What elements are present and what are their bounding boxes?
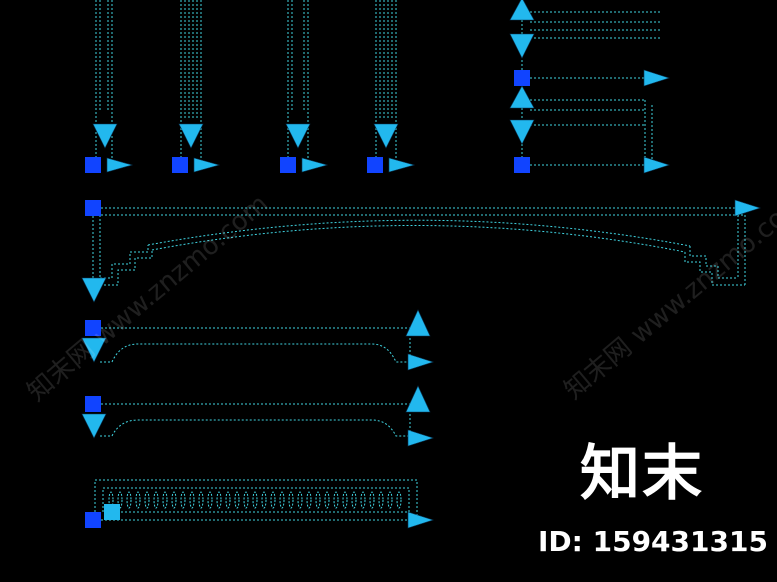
grip-arrow-down[interactable]	[285, 123, 311, 149]
grip-arrow-right[interactable]	[643, 69, 670, 87]
band-pattern-element	[144, 491, 150, 509]
band-pattern-element	[153, 491, 159, 509]
band-pattern-element	[369, 491, 375, 509]
band-pattern-element	[243, 491, 249, 509]
cornice-profile-2[interactable]	[93, 403, 411, 437]
grip-square[interactable]	[85, 157, 101, 173]
band-pattern-element	[288, 491, 294, 509]
band-pattern-element	[162, 491, 168, 509]
band-pattern-element	[306, 491, 312, 509]
grip-arrow-right[interactable]	[301, 157, 329, 173]
grip-arrow-right[interactable]	[407, 429, 434, 447]
grip-arrow-down[interactable]	[81, 413, 107, 439]
band-pattern-element	[171, 491, 177, 509]
drawing-id-label: ID: 159431315	[538, 525, 768, 558]
grip-arrow-down[interactable]	[509, 119, 535, 145]
grip-arrow-right[interactable]	[643, 156, 670, 174]
grip-arrow-down[interactable]	[509, 33, 535, 59]
band-pattern-element	[234, 491, 240, 509]
band-pattern-element	[315, 491, 321, 509]
band-pattern-element	[387, 491, 393, 509]
band-pattern-element	[189, 491, 195, 509]
band-pattern-element	[378, 491, 384, 509]
band-pattern-element	[207, 491, 213, 509]
column-elevation-4[interactable]	[375, 0, 397, 160]
grip-arrow-down[interactable]	[81, 277, 107, 303]
grip-arrow-right[interactable]	[193, 157, 221, 173]
grip-square[interactable]	[367, 157, 383, 173]
molding-profile-upper-right[interactable]	[521, 0, 660, 166]
grip-arrow-right[interactable]	[388, 157, 416, 173]
grip-arrow-right[interactable]	[407, 511, 434, 529]
grip-square[interactable]	[514, 70, 530, 86]
arched-beam-elevation[interactable]	[92, 207, 746, 286]
grip-square[interactable]	[85, 396, 101, 412]
grip-arrow-up[interactable]	[405, 385, 431, 413]
band-pattern-element	[216, 491, 222, 509]
grip-arrow-down[interactable]	[178, 123, 204, 149]
band-pattern-element	[360, 491, 366, 509]
grip-square[interactable]	[172, 157, 188, 173]
band-pattern-element	[135, 491, 141, 509]
grip-arrow-right[interactable]	[407, 353, 434, 371]
grip-square[interactable]	[280, 157, 296, 173]
band-pattern-element	[270, 491, 276, 509]
grip-arrow-right[interactable]	[734, 199, 761, 217]
grip-arrow-right[interactable]	[106, 157, 134, 173]
band-pattern-element	[126, 491, 132, 509]
band-pattern-element	[180, 491, 186, 509]
band-pattern-element	[333, 491, 339, 509]
band-pattern-element	[225, 491, 231, 509]
band-pattern-element	[351, 491, 357, 509]
band-repeat-pattern	[108, 491, 402, 509]
cornice-profile-1[interactable]	[93, 327, 411, 363]
grip-arrow-up[interactable]	[405, 309, 431, 337]
grip-arrow-down[interactable]	[373, 123, 399, 149]
decorative-band-profile[interactable]	[94, 479, 418, 521]
band-pattern-element	[198, 491, 204, 509]
band-pattern-element	[252, 491, 258, 509]
grip-square[interactable]	[85, 512, 101, 528]
band-pattern-element	[279, 491, 285, 509]
band-pattern-element	[261, 491, 267, 509]
band-pattern-element	[342, 491, 348, 509]
brand-logo-text: 知末	[580, 439, 704, 509]
grip-square[interactable]	[85, 320, 101, 336]
grip-square[interactable]	[514, 157, 530, 173]
band-pattern-element	[324, 491, 330, 509]
column-elevation-3[interactable]	[287, 0, 309, 160]
grip-arrow-down[interactable]	[81, 337, 107, 363]
grip-arrow-up[interactable]	[509, 85, 535, 109]
grip-arrow-up[interactable]	[509, 0, 535, 21]
grip-arrow-down[interactable]	[92, 123, 118, 149]
grip-square[interactable]	[85, 200, 101, 216]
grip-square-selected[interactable]	[104, 504, 120, 520]
column-elevation-2[interactable]	[180, 0, 202, 160]
band-pattern-element	[396, 491, 402, 509]
band-pattern-element	[297, 491, 303, 509]
